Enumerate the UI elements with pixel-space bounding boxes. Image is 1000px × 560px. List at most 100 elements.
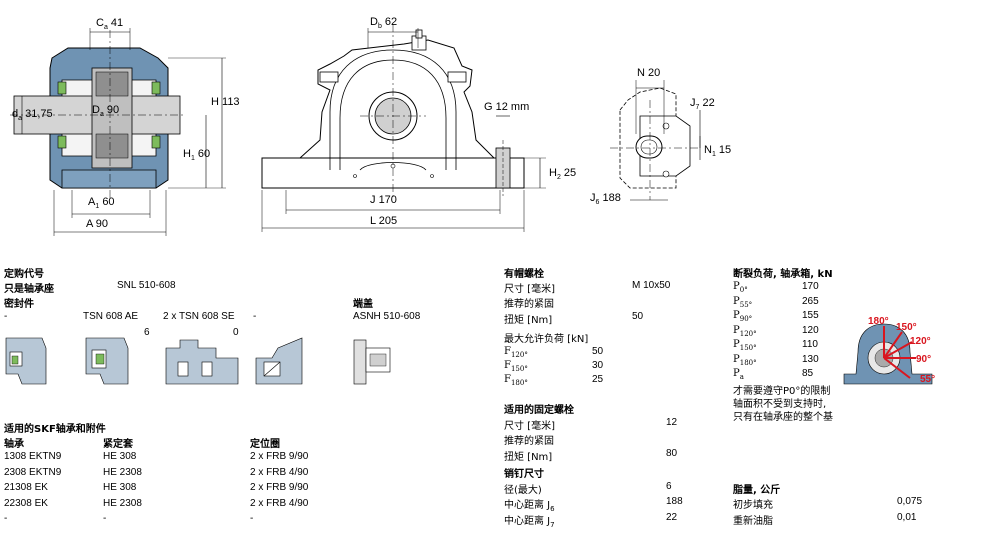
housing-label: 只是轴承座 xyxy=(4,284,54,295)
breaking-value: 110 xyxy=(802,339,818,350)
bearings-header-2: 定位圈 xyxy=(250,439,280,450)
seal-thumb-3 xyxy=(165,339,239,385)
angle-label-55: 55° xyxy=(920,374,935,385)
load-value: 50 xyxy=(592,346,604,357)
bearing-cell: HE 308 xyxy=(103,482,137,493)
seal-title: 密封件 xyxy=(4,299,34,310)
cap-bolts-size-value: M 10x50 xyxy=(632,280,671,291)
seal-thumb-1 xyxy=(5,337,47,385)
dim-J: J 170 xyxy=(370,194,397,206)
breaking-value: 85 xyxy=(802,368,814,379)
dim-H: H 113 xyxy=(211,96,240,108)
dim-N: N 20 xyxy=(637,67,661,79)
bearing-cell: - xyxy=(103,513,107,524)
fix-bolts-tighten-label: 推荐的紧固 xyxy=(504,436,554,447)
load-direction-diagram: 180° 150° 120° 90° 55° xyxy=(843,316,935,385)
order-title: 定购代号 xyxy=(4,269,44,280)
bearing-cell: 22308 EK xyxy=(4,497,48,509)
seal-thumb-4 xyxy=(255,337,303,385)
dim-H1: H1 60 xyxy=(183,148,211,163)
fix-bolts-torque-label: 扭矩 [Nm] xyxy=(504,452,553,463)
bearing-cell: 21308 EK xyxy=(4,482,48,493)
dim-Db: Db 62 xyxy=(370,16,398,31)
technical-drawing xyxy=(10,24,701,236)
bearing-cell: HE 2308 xyxy=(103,497,142,509)
breaking-label: P55° xyxy=(733,295,753,309)
grease-refill-label: 重新油脂 xyxy=(733,516,773,527)
bearing-cell: - xyxy=(250,513,254,524)
bearings-header-1: 紧定套 xyxy=(103,439,133,450)
dowel-dia-value: 6 xyxy=(666,481,672,492)
side-detail-view xyxy=(610,80,701,201)
breaking-value: 120 xyxy=(802,324,819,336)
seal-num-1: 6 xyxy=(144,327,150,338)
dowel-j7-value: 22 xyxy=(666,512,678,523)
cap-bolts-torque-label: 扭矩 [Nm] xyxy=(504,315,553,326)
front-view xyxy=(261,24,546,232)
seal-0: - xyxy=(4,311,8,322)
angle-label-180: 180° xyxy=(868,316,889,327)
housing-value: SNL 510-608 xyxy=(117,280,176,291)
section-view xyxy=(10,28,226,236)
cap-bolts-tighten-label: 推荐的紧固 xyxy=(504,299,554,310)
load-label: F180° xyxy=(504,374,528,387)
bearing-cell: 2 x FRB 9/90 xyxy=(250,482,309,493)
dim-J6: J6 188 xyxy=(590,192,621,207)
dowel-j7-label: 中心距离 J7 xyxy=(504,516,555,529)
cap-bolts-max-load-label: 最大允许负荷 [kN] xyxy=(504,334,589,345)
bearing-cell: 2308 EKTN9 xyxy=(4,466,62,478)
bearing-cell: 2 x FRB 4/90 xyxy=(250,497,309,509)
dowel-title: 销钉尺寸 xyxy=(504,469,544,480)
grease-initial-value: 0,075 xyxy=(897,496,923,507)
bearing-cell: HE 308 xyxy=(103,451,137,462)
breaking-value: 170 xyxy=(802,281,819,292)
breaking-value: 130 xyxy=(802,353,819,365)
grease-title: 脂量, 公斤 xyxy=(733,485,781,496)
seal-1: TSN 608 AE xyxy=(83,311,139,322)
cap-bolts-size-label: 尺寸 [毫米] xyxy=(504,284,555,295)
dim-L: L 205 xyxy=(370,215,398,227)
dim-G: G 12 mm xyxy=(484,101,530,113)
cover-thumb xyxy=(353,339,391,385)
breaking-label: P90° xyxy=(733,310,753,323)
breaking-value: 155 xyxy=(802,310,819,321)
bearings-header-0: 轴承 xyxy=(4,439,24,450)
angle-label-150: 150° xyxy=(896,322,917,333)
seal-thumbnails xyxy=(5,337,391,385)
dim-J7: J7 22 xyxy=(690,97,715,112)
bearing-cell: 1308 EKTN9 xyxy=(4,451,62,462)
angle-label-120: 120° xyxy=(910,336,931,347)
seal-3: - xyxy=(253,311,257,322)
load-value: 30 xyxy=(592,360,604,371)
dim-N1: N1 15 xyxy=(704,144,732,159)
dowel-dia-label: 径(最大) xyxy=(504,485,542,496)
breaking-note-3: 只有在轴承座的整个基 xyxy=(733,412,833,423)
load-value: 25 xyxy=(592,374,604,385)
breaking-title: 断裂负荷, 轴承箱, kN xyxy=(733,269,833,280)
cover-title: 端盖 xyxy=(353,299,373,310)
bearings-title: 适用的SKF轴承和附件 xyxy=(4,424,106,435)
dowel-j6-value: 188 xyxy=(666,496,683,507)
dim-da: da 31,75 xyxy=(12,108,53,123)
bearing-cell: 2 x FRB 4/90 xyxy=(250,466,309,478)
dim-H2: H2 25 xyxy=(549,167,577,182)
dim-A1: A1 60 xyxy=(88,196,115,211)
dim-Da: Da 90 xyxy=(92,104,120,119)
bearing-cell: HE 2308 xyxy=(103,466,142,478)
dowel-j6-label: 中心距离 J6 xyxy=(504,500,555,513)
fix-bolts-title: 适用的固定螺栓 xyxy=(504,405,574,416)
breaking-value: 265 xyxy=(802,295,819,307)
load-label: F150° xyxy=(504,360,528,373)
seal-num-2: 0 xyxy=(233,327,239,338)
breaking-note-1: 才需要遵守P0°的限制 xyxy=(733,386,831,397)
breaking-label: P180° xyxy=(733,353,757,367)
dim-ca: Ca 41 xyxy=(96,17,124,32)
load-label: F120° xyxy=(504,346,528,359)
bearing-cell: 2 x FRB 9/90 xyxy=(250,451,309,462)
cover-value: ASNH 510-608 xyxy=(353,311,421,322)
fix-bolts-size-value: 12 xyxy=(666,417,678,428)
breaking-label: Pa xyxy=(733,368,744,381)
angle-label-90: 90° xyxy=(916,354,931,365)
cap-bolts-title: 有帽螺栓 xyxy=(504,269,544,280)
grease-refill-value: 0,01 xyxy=(897,512,917,523)
